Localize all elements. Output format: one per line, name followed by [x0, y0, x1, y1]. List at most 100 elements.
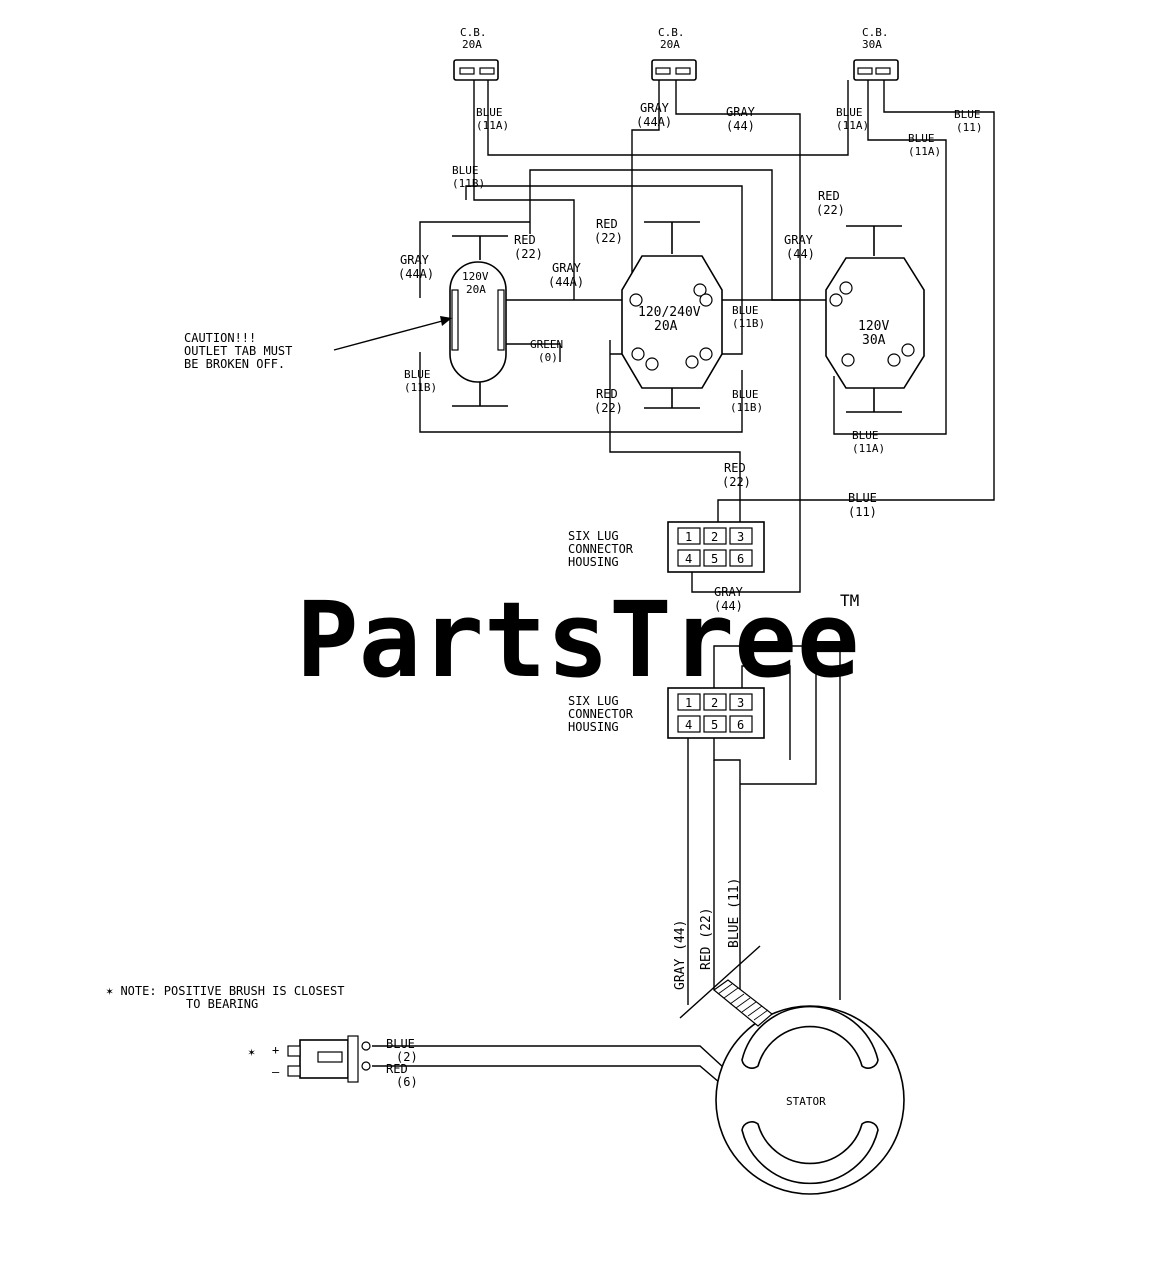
brush-note: ✶ NOTE: POSITIVE BRUSH IS CLOSEST TO BEA… — [106, 984, 344, 1011]
lbl-brush-red-num: (6) — [396, 1075, 418, 1089]
wire-green-0 — [500, 343, 561, 362]
lbl-red-22-center: RED — [596, 217, 618, 231]
watermark-text: PartsTree — [296, 579, 860, 701]
breaker-2-term-b — [675, 67, 691, 75]
watermark: PartsTree TM — [296, 579, 860, 701]
wire-red-22-stator — [713, 645, 841, 1000]
lbl-cb3-11: (11) — [956, 121, 983, 134]
stator-upper-winding — [741, 1005, 879, 1069]
connector-lower-num-6: 6 — [737, 718, 744, 732]
lbl-blue-11-conn-num: (11) — [848, 505, 877, 519]
caution-note: CAUTION!!! OUTLET TAB MUST BE BROKEN OFF… — [184, 316, 452, 371]
connector-lower-num-4: 4 — [685, 718, 692, 732]
wire-blue-11b-loop — [419, 352, 743, 433]
breaker-2-body — [651, 59, 697, 81]
breaker-1-label: C.B. — [460, 26, 487, 39]
outlet-right-tabs — [846, 225, 902, 413]
lbl-gray-44a-left: GRAY — [400, 253, 430, 267]
wire-blue-2 — [372, 1045, 749, 1091]
lbl-gray-44a-left-num: (44A) — [398, 267, 434, 281]
outlet-right-hole-5 — [841, 353, 855, 367]
lbl-cb3-11a: (11A) — [836, 119, 869, 132]
breaker-3-rating: 30A — [862, 38, 882, 51]
lbl-red-22-left-num: (22) — [514, 247, 543, 261]
lbl-green: GREEN — [530, 338, 563, 351]
lbl-gray-44-right: GRAY — [784, 233, 814, 247]
outlet-center-hole-2 — [693, 283, 707, 297]
lbl-blue-11-conn: BLUE — [848, 491, 877, 505]
wire-blue-11b-left — [465, 185, 743, 355]
lbl-red-22-bottom: RED — [596, 387, 618, 401]
lbl-cb1-11a: (11A) — [476, 119, 509, 132]
connector-upper-lug-2 — [703, 527, 727, 545]
lbl-blue-11b-a-num: (11B) — [452, 177, 485, 190]
lbl-cb3-blue-11: BLUE — [954, 108, 981, 121]
outlet-right-volts: 120V — [858, 319, 889, 334]
breaker-3-term-a — [857, 67, 873, 75]
outlet-center-hole-4 — [631, 347, 645, 361]
lbl-red-22-bottom-num: (22) — [594, 401, 623, 415]
connector-upper-lug-3 — [729, 527, 753, 545]
outlet-right-hole-1 — [839, 281, 853, 295]
brush-holder: ✶ + – — [248, 1035, 371, 1083]
lbl-blue-11a-right: BLUE — [852, 429, 879, 442]
connector-lower-label-3: HOUSING — [568, 720, 619, 734]
connector-lower-label-2: CONNECTOR — [568, 707, 634, 721]
wire-red-22-inner — [713, 738, 741, 990]
wire-gray-44a-left — [419, 221, 530, 298]
connector-lower-num-5: 5 — [711, 718, 718, 732]
outlet-left: 120V 20A — [449, 235, 508, 407]
outlet-left-tabs — [452, 235, 508, 407]
lbl-gray-44a-top: GRAY — [640, 101, 670, 115]
wire-blue-11-cb3 — [717, 80, 995, 522]
lbl-red-22-conn-num: (22) — [722, 475, 751, 489]
lbl-red-22-center-num: (22) — [594, 231, 623, 245]
lbl-red-22-right-num: (22) — [816, 203, 845, 217]
brush-pos-stub — [287, 1045, 301, 1057]
connector-upper-label-1: SIX LUG — [568, 529, 619, 543]
lbl-blue-11b-left-num: (11B) — [404, 381, 437, 394]
wire-blue-11a-cb1 — [473, 80, 575, 300]
brush-star: ✶ — [248, 1045, 255, 1059]
breaker-3-term-b — [875, 67, 891, 75]
lbl-blue-11a-right-num: (11A) — [852, 442, 885, 455]
lbl-gray-44a-top-num: (44A) — [636, 115, 672, 129]
connector-lower-lug-5 — [703, 715, 727, 733]
connector-upper-num-2: 2 — [711, 530, 718, 544]
lbl-blue-11-stator: BLUE (11) — [727, 878, 742, 948]
connector-upper-num-1: 1 — [685, 530, 692, 544]
breaker-3-label: C.B. — [862, 26, 889, 39]
lbl-gray-44a-mid-num: (44A) — [548, 275, 584, 289]
lbl-gray-44-right-num: (44) — [786, 247, 815, 261]
brush-minus: – — [272, 1065, 280, 1079]
caution-arrow-line — [333, 319, 447, 351]
connector-upper: 1 2 3 4 5 6 SIX LUG CONNECTOR HOUSING — [568, 521, 765, 573]
lbl-green-0: (0) — [538, 351, 558, 364]
lbl-red-22-left: RED — [514, 233, 536, 247]
note-line-2: TO BEARING — [186, 997, 258, 1011]
breaker-2-rating: 20A — [660, 38, 680, 51]
connector-upper-lug-5 — [703, 549, 727, 567]
outlet-right-amps: 30A — [862, 333, 886, 348]
outlet-right-hole-2 — [829, 293, 843, 307]
lbl-blue-11b-left: BLUE — [404, 368, 431, 381]
connector-upper-label-3: HOUSING — [568, 555, 619, 569]
outlet-center-hole-5 — [645, 357, 659, 371]
outlet-left-body — [449, 261, 507, 383]
lbl-red-22-right: RED — [818, 189, 840, 203]
outlet-center-amps: 20A — [654, 319, 678, 334]
breaker-1-body — [453, 59, 499, 81]
wire-gray-44a — [631, 80, 660, 300]
wire-blue-11-stator — [741, 665, 791, 760]
connector-upper-lug-6 — [729, 549, 753, 567]
connector-lower: 1 2 3 4 5 6 SIX LUG CONNECTOR HOUSING — [568, 687, 765, 739]
connector-lower-lug-4 — [677, 715, 701, 733]
lbl-cb3-11a-b: (11A) — [908, 145, 941, 158]
connector-lower-lug-1 — [677, 693, 701, 711]
outlet-left-amps: 20A — [466, 283, 486, 296]
stator-lead-braid — [717, 983, 769, 1021]
breaker-1-rating: 20A — [462, 38, 482, 51]
brush-slot — [317, 1051, 343, 1063]
outlet-left-tab-l — [451, 289, 459, 351]
